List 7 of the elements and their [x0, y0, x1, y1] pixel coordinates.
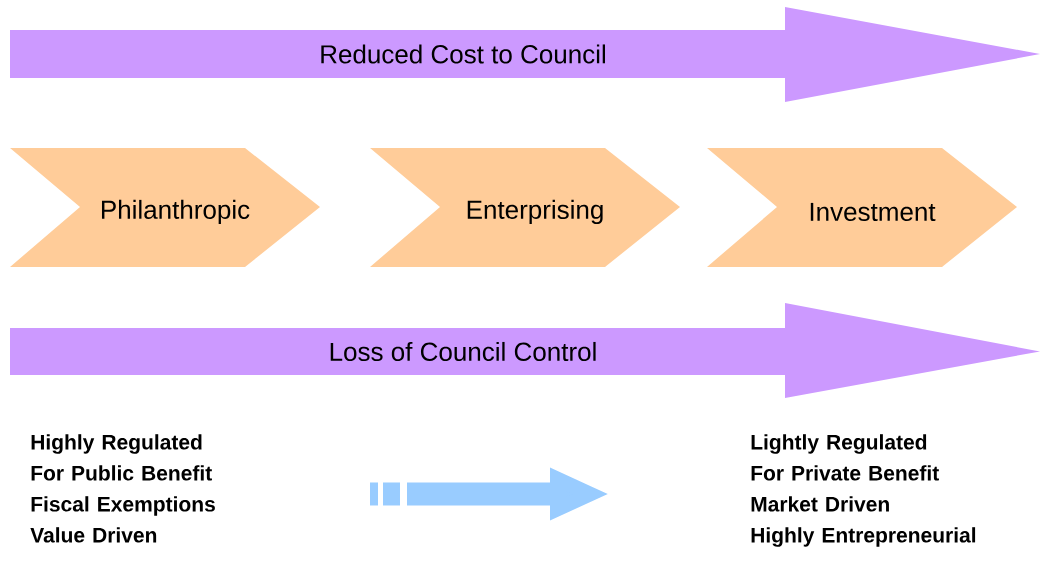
- process-step: Philanthropic: [10, 148, 320, 267]
- arrow-band: Loss of Council Control: [10, 303, 1040, 398]
- text-list: Lightly Regulated For Private Benefit Market Driven Highly Entrepreneurial: [751, 434, 976, 547]
- process-step: Investment: [707, 148, 1017, 267]
- process-step: Enterprising: [370, 148, 680, 267]
- text-list: Highly Regulated For Public Benefit Fiscal Exemptions Value Driven: [30, 434, 215, 543]
- arrow-band: Reduced Cost to Council: [10, 7, 1040, 102]
